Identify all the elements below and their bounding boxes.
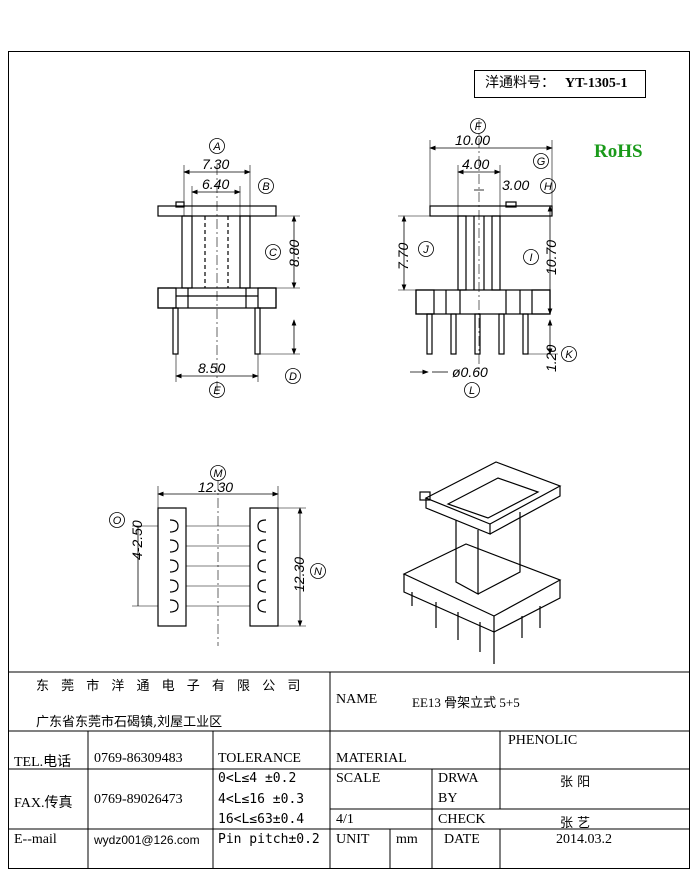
dim-j-value: 7.70 <box>395 243 411 270</box>
callout-k: K <box>561 346 577 362</box>
drawn-label-1: DRWA <box>438 771 479 786</box>
dim-d-value: 8.50 <box>198 360 225 376</box>
dim-h-value: 3.00 <box>502 177 529 193</box>
dim-l-value: ø0.60 <box>452 364 488 380</box>
callout-a-label: A <box>212 141 220 153</box>
front-view <box>157 165 277 395</box>
callout-c: C <box>265 244 281 260</box>
callout-g-label: G <box>537 156 546 168</box>
tolerance-line-2: 4<L≤16 ±0.3 <box>218 792 305 807</box>
part-number-value: YT-1305-1 <box>565 76 628 91</box>
fax-value: 0769-89026473 <box>94 792 183 807</box>
callout-o: O <box>109 512 125 528</box>
dim-g-value: 4.00 <box>462 156 489 172</box>
tel-value: 0769-86309483 <box>94 751 183 766</box>
company-address: 广东省东莞市石碣镇,刘屋工业区 <box>36 715 223 730</box>
unit-label: UNIT <box>336 832 370 847</box>
callout-i: I <box>523 249 539 265</box>
callout-f-label: F <box>475 121 483 133</box>
dim-a-value: 7.30 <box>202 156 229 172</box>
dim-b-value: 6.40 <box>202 176 229 192</box>
dim-c-value: 8.80 <box>286 240 302 267</box>
tel-label: TEL.电话 <box>14 755 72 770</box>
date-label: DATE <box>444 832 480 847</box>
callout-k-label: K <box>565 349 573 361</box>
dim-i-value: 10.70 <box>543 240 559 275</box>
rohs-mark: RoHS <box>594 141 643 162</box>
title-block-lines <box>8 671 690 869</box>
check-value: 张 艺 <box>560 816 591 831</box>
tolerance-line-1: 0<L≤4 ±0.2 <box>218 771 297 786</box>
drawn-label-2: BY <box>438 791 458 806</box>
drawn-value: 张 阳 <box>560 775 591 790</box>
date-value: 2014.03.2 <box>556 832 612 847</box>
callout-f: F <box>470 118 486 134</box>
dim-f-value: 10.00 <box>455 132 490 148</box>
isometric-view <box>402 461 562 664</box>
callout-n-label: N <box>314 566 322 578</box>
material-value: PHENOLIC <box>508 733 578 748</box>
callout-h: H <box>540 178 556 194</box>
callout-b: B <box>258 178 274 194</box>
callout-n: N <box>310 563 326 579</box>
scale-label: SCALE <box>336 771 381 786</box>
name-label: NAME <box>336 692 378 707</box>
callout-e-label: E <box>213 385 221 397</box>
callout-i-label: I <box>529 252 532 264</box>
part-number-box: 洋通料号： YT-1305-1 <box>474 70 646 98</box>
tolerance-line-3: 16<L≤63±0.4 <box>218 812 305 827</box>
part-number-label: 洋通料号： <box>485 76 555 91</box>
callout-h-label: H <box>544 181 552 193</box>
check-label: CHECK <box>438 812 486 827</box>
bottom-view <box>157 480 279 646</box>
callout-e: E <box>209 382 225 398</box>
callout-g: G <box>533 153 549 169</box>
company-name: 东 莞 市 洋 通 电 子 有 限 公 司 <box>36 679 305 694</box>
material-label: MATERIAL <box>336 751 407 766</box>
tolerance-line-4: Pin pitch±0.2 <box>218 832 320 847</box>
callout-d-label: D <box>289 371 297 383</box>
callout-a: A <box>209 138 225 154</box>
callout-d: D <box>285 368 301 384</box>
scale-value: 4/1 <box>336 812 354 827</box>
callout-l-label: L <box>469 385 475 397</box>
dim-o-value: 4-2.50 <box>129 520 145 560</box>
callout-j-label: J <box>422 244 429 256</box>
callout-m-label: M <box>213 468 223 480</box>
dim-m-value: 12.30 <box>198 479 233 495</box>
callout-b-label: B <box>262 181 269 193</box>
drawing-frame <box>8 51 690 869</box>
unit-value: mm <box>396 832 418 847</box>
callout-c-label: C <box>269 247 277 259</box>
callout-l: L <box>464 382 480 398</box>
tolerance-label: TOLERANCE <box>218 751 301 766</box>
name-value: EE13 骨架立式 5+5 <box>412 695 520 710</box>
callout-o-label: O <box>113 515 122 527</box>
callout-j: J <box>418 241 434 257</box>
callout-m: M <box>210 465 226 481</box>
fax-label: FAX.传真 <box>14 796 73 811</box>
dim-k-value: 1.20 <box>543 345 559 372</box>
email-label: E--mail <box>14 832 57 847</box>
dim-n-value: 12.30 <box>291 557 307 592</box>
email-value: wydz001@126.com <box>94 833 200 847</box>
